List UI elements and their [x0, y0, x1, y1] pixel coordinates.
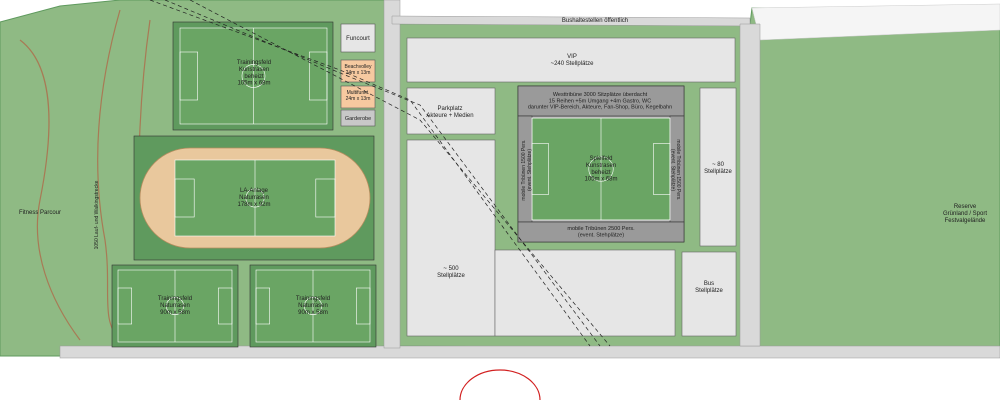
central-road [383, 0, 401, 349]
multifunkt-label: Multifunkt.24m x 13m [346, 90, 371, 102]
red-arc-mark [459, 369, 541, 400]
pitch-markings [179, 28, 328, 124]
vip-label: VIP~240 Stellplätze [551, 54, 595, 67]
pitch-markings [117, 270, 233, 342]
tribune-left-label: mobile Tribünen 1500 Pers.(event. Stehpl… [521, 139, 533, 200]
fitness-label: Fitness Parcour [19, 210, 61, 216]
funcourt-label: Funcourt [346, 36, 370, 42]
dashed-line-c [189, 0, 611, 347]
parkplatz-akteure [406, 87, 496, 135]
pitch-markings [174, 160, 336, 236]
bus-parking [681, 251, 737, 337]
tribune-bottom [517, 221, 685, 243]
west-stand [517, 85, 685, 117]
tribune-bottom-label: mobile Tribünen 2500 Pers.(event. Stehpl… [567, 226, 635, 238]
parking-80 [699, 87, 737, 247]
garderobe-label: Garderobe [345, 116, 371, 122]
bus-stop-label: Bushaltestellen öffentlich [562, 18, 628, 24]
pitch-markings [531, 118, 671, 220]
parking-500 [406, 139, 496, 337]
east-road [739, 23, 761, 347]
main-road [59, 345, 1000, 359]
vip-parking [406, 37, 736, 83]
dashed-line-a [149, 0, 591, 347]
garderobe-box [340, 109, 376, 127]
pitch-markings [255, 270, 371, 342]
parking-lower-mid [494, 249, 676, 337]
parcours-path-label: 1050 Lauf- und Walkingstrecke [94, 180, 100, 249]
tribune-right-label: mobile Tribünen 1500 Pers.(event. Stehpl… [669, 139, 681, 200]
funcourt-box [340, 23, 376, 53]
multifunkt-box [340, 85, 376, 109]
